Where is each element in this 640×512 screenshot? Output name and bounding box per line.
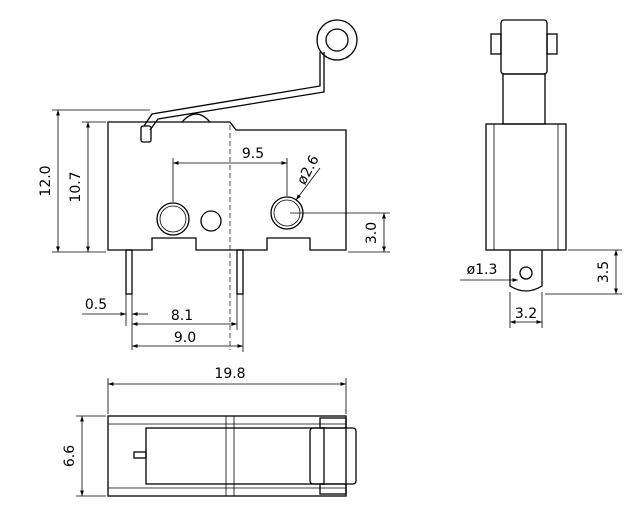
roller-outer — [316, 19, 358, 61]
dim-pin-offset-2: 9.0 — [174, 330, 196, 346]
side-view: ø1.3 3.5 3.2 — [460, 19, 622, 328]
dim-body-height: 10.7 — [68, 171, 84, 202]
dim-overall-length: 19.8 — [214, 366, 245, 382]
front-view: 12.0 10.7 9.5 ø2.6 3.0 0.5 8.1 9.0 — [38, 19, 390, 352]
dim-pin-offset-1: 8.1 — [171, 308, 193, 324]
dim-pin-width: 0.5 — [85, 297, 107, 313]
side-lever-stem — [502, 73, 546, 125]
mounting-hole-left — [156, 202, 190, 236]
pin-left — [125, 249, 133, 295]
dim-terminal-length: 3.5 — [596, 261, 612, 283]
plunger — [181, 113, 211, 123]
roller-lever-arm — [143, 52, 325, 131]
roller-inner — [325, 28, 349, 52]
side-terminal — [509, 250, 543, 292]
dim-body-thickness: 6.6 — [62, 445, 78, 467]
bottom-roller — [309, 427, 357, 485]
center-hole — [200, 210, 222, 232]
bottom-lever — [145, 427, 325, 485]
dim-terminal-spacing: 9.5 — [242, 146, 264, 162]
side-roller-axle-right — [546, 33, 558, 55]
side-body — [485, 123, 567, 251]
mounting-hole-left-inner — [159, 205, 187, 233]
bottom-roller-axle-bottom — [319, 483, 347, 495]
dim-hole-height: 3.0 — [364, 222, 380, 244]
dim-leader-hole-diameter — [295, 167, 321, 201]
lever-pivot — [140, 125, 152, 143]
bottom-view: 19.8 6.6 — [62, 366, 357, 497]
front-body-outline — [107, 121, 347, 251]
dim-side-width: 3.2 — [515, 306, 537, 322]
dim-overall-height: 12.0 — [38, 165, 54, 196]
dim-side-hole-diameter: ø1.3 — [467, 262, 498, 278]
side-roller-holder — [500, 19, 548, 75]
bottom-pin-stub — [133, 451, 147, 459]
pin-right — [236, 249, 244, 295]
side-terminal-hole — [519, 266, 533, 280]
bottom-body — [107, 415, 347, 497]
bottom-roller-axle-top — [319, 417, 347, 429]
side-roller-axle-left — [490, 33, 502, 55]
